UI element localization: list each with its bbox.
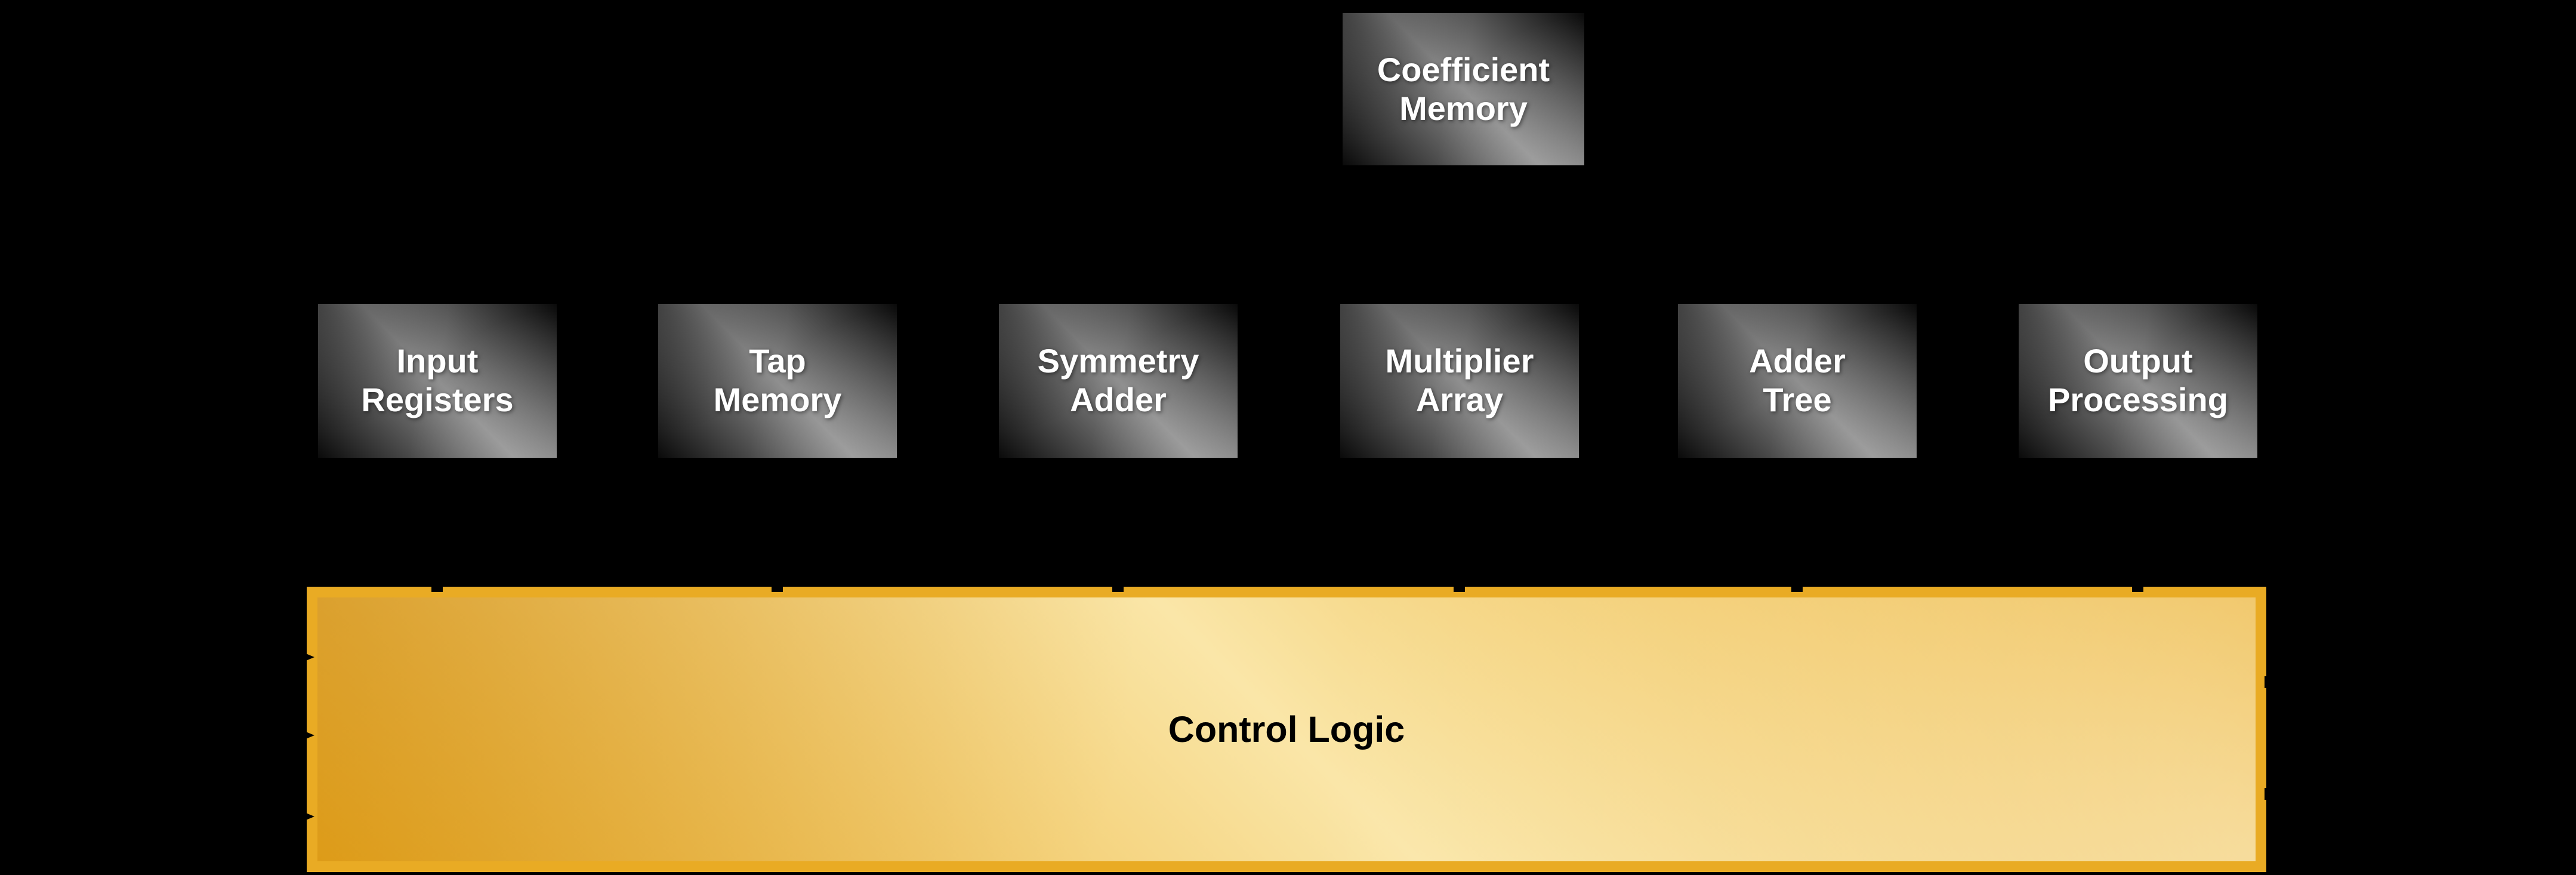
connector-control-to-input-registers	[431, 458, 443, 592]
left-input-line-1	[215, 651, 301, 663]
right-output-line-1	[2265, 676, 2280, 688]
block-adder-tree: Adder Tree	[1678, 304, 1917, 458]
block-label: Coefficient Memory	[1377, 50, 1550, 127]
block-label: Output Processing	[2048, 342, 2228, 418]
block-tap-memory: Tap Memory	[658, 304, 897, 458]
connector-control-to-symmetry-adder	[1112, 458, 1124, 592]
block-coefficient-memory: Coefficient Memory	[1343, 13, 1584, 165]
left-input-arrowhead-1	[300, 651, 314, 663]
block-output-processing: Output Processing	[2019, 304, 2257, 458]
block-input-registers: Input Registers	[318, 304, 557, 458]
left-input-line-3	[215, 811, 301, 822]
block-label: Multiplier Array	[1385, 342, 1534, 418]
connector-control-to-adder-tree	[1791, 458, 1803, 592]
block-control-logic: Control Logic	[307, 587, 2266, 872]
control-logic-label: Control Logic	[1168, 709, 1405, 750]
connector-control-to-tap-memory	[772, 458, 783, 592]
right-output-line-2	[2265, 788, 2280, 800]
block-multiplier-array: Multiplier Array	[1340, 304, 1579, 458]
connector-control-to-output-processing	[2132, 458, 2143, 592]
block-label: Adder Tree	[1749, 342, 1846, 418]
block-label: Tap Memory	[713, 342, 842, 418]
left-input-arrowhead-3	[300, 811, 314, 822]
connector-coefficient-to-multiplier	[1458, 165, 1469, 304]
block-label: Symmetry Adder	[1037, 342, 1199, 418]
connector-control-to-multiplier-array	[1454, 458, 1465, 592]
left-input-arrowhead-2	[300, 729, 314, 741]
block-label: Input Registers	[361, 342, 514, 418]
block-symmetry-adder: Symmetry Adder	[999, 304, 1238, 458]
left-input-line-2	[215, 729, 301, 741]
